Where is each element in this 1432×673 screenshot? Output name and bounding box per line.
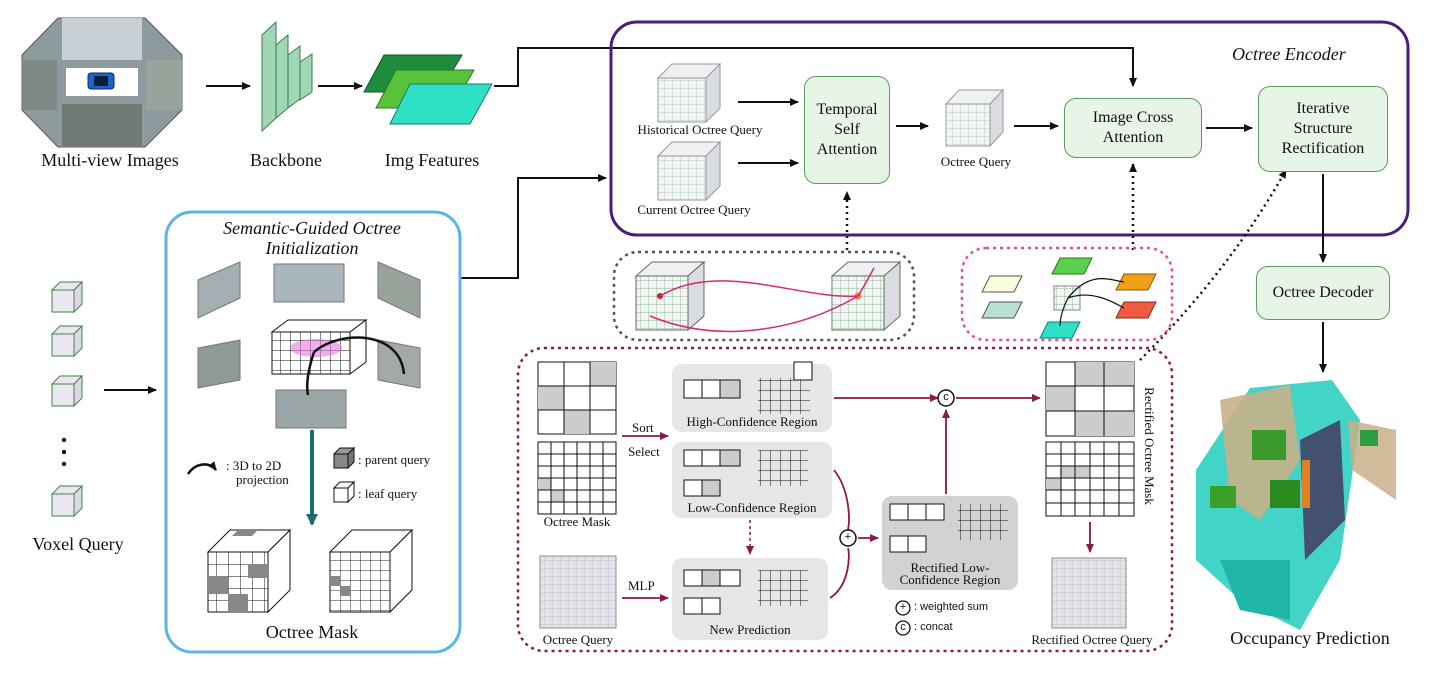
rect-mask-fine [1045, 441, 1135, 517]
leaf-query-label: : leaf query [358, 486, 418, 501]
current-query-cube [656, 140, 722, 202]
isr-octree-mask-label: Octree Mask [543, 514, 611, 529]
isr-detail-frame [516, 346, 1174, 653]
image-cross-attention-box: Image Cross Attention [1064, 98, 1202, 158]
isr-mask-coarse [537, 361, 617, 435]
select-label: Select [628, 444, 660, 459]
temporal-cube-left [634, 260, 706, 332]
init-octree-mask-label: Octree Mask [265, 622, 359, 642]
leaf-query-cube-icon [332, 480, 356, 504]
init-voxel-grid [270, 319, 368, 375]
init-title-line1: Semantic-Guided Octree [223, 218, 401, 238]
isr-line2: Structure [1293, 120, 1353, 137]
historical-query-cube [656, 62, 722, 124]
isr-box: Iterative Structure Rectification [1258, 86, 1388, 172]
rect-octree-query [1051, 557, 1127, 629]
concat-node-symbol: c [943, 391, 949, 403]
isr-octree-query [539, 555, 617, 629]
voxel-query-label: Voxel Query [32, 534, 124, 554]
low-conf-label: Low-Confidence Region [687, 500, 817, 515]
rect-low-blocks [889, 503, 1008, 553]
historical-query-label: Historical Octree Query [637, 122, 763, 137]
concat-symbol: c [900, 621, 906, 633]
projection-label-line1: : 3D to 2D [226, 458, 282, 473]
temporal-line1: Temporal [816, 101, 878, 118]
decoder-label: Octree Decoder [1272, 284, 1374, 301]
img-features-icon [363, 54, 493, 125]
isr-octree-query-label: Octree Query [542, 632, 614, 647]
rect-mask-label: Rectified Octree Mask [1141, 387, 1157, 505]
parent-query-cube-icon [332, 446, 356, 470]
multiview-label: Multi-view Images [41, 150, 179, 170]
multiview-images [21, 17, 183, 148]
octree-mask-fine-cube [328, 528, 414, 614]
backbone-icon [261, 20, 313, 133]
temporal-line3: Attention [816, 141, 878, 158]
octree-query-label: Octree Query [940, 154, 1012, 169]
new-pred-blocks [683, 569, 808, 615]
occupancy-prediction-label: Occupancy Prediction [1230, 628, 1390, 648]
encoder-title: Octree Encoder [1232, 44, 1346, 64]
octree-mask-coarse-cube [206, 528, 292, 614]
init-title-line2: Initialization [265, 238, 359, 258]
occupancy-prediction-image [1196, 380, 1396, 630]
new-pred-label: New Prediction [709, 622, 791, 637]
low-conf-blocks [683, 449, 808, 497]
temporal-self-attention-box: Temporal Self Attention [804, 76, 890, 184]
temporal-line2: Self [834, 121, 860, 138]
weighted-sum-symbol: + [899, 601, 907, 613]
sort-label: Sort [632, 420, 654, 435]
temporal-detail-box [612, 250, 916, 342]
parent-query-label: : parent query [358, 452, 431, 467]
plus-node-symbol: + [844, 531, 852, 543]
isr-line1: Iterative [1296, 100, 1350, 117]
mlp-label: MLP [628, 578, 655, 593]
weighted-sum-legend: : weighted sum [914, 601, 988, 613]
isr-mask-fine [537, 441, 617, 515]
img-features-label: Img Features [384, 150, 480, 170]
cross-line2: Attention [1102, 129, 1164, 146]
isr-line3: Rectification [1281, 140, 1365, 157]
temporal-cube-right [830, 260, 902, 332]
octree-decoder-box: Octree Decoder [1256, 266, 1390, 320]
rect-low-line1: Rectified Low- [910, 560, 990, 575]
high-conf-label: High-Confidence Region [686, 414, 818, 429]
octree-init-frame [164, 210, 462, 654]
high-conf-blocks [683, 361, 813, 414]
concat-legend: : concat [914, 621, 953, 633]
rect-low-line2: Confidence Region [899, 572, 1001, 587]
projection-label-line2: projection [236, 472, 289, 487]
rect-mask-coarse [1045, 361, 1135, 437]
cross-line1: Image Cross [1092, 109, 1174, 126]
octree-encoder-frame [609, 20, 1410, 237]
octree-query-cube [944, 88, 1005, 148]
current-query-label: Current Octree Query [637, 202, 751, 217]
backbone-label: Backbone [250, 150, 322, 170]
rect-query-label: Rectified Octree Query [1031, 632, 1153, 647]
voxel-query-cubes [50, 280, 84, 518]
